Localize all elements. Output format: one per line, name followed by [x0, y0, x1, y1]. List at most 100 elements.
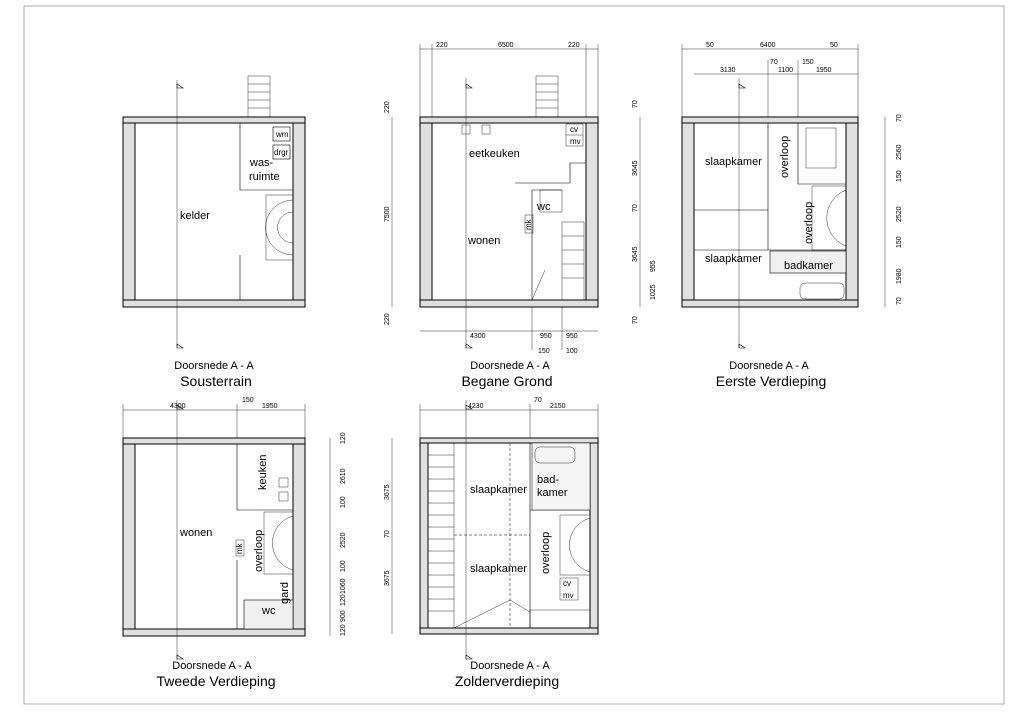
dim-top2-3: 1100: [778, 67, 793, 74]
spiral-stair: [265, 194, 294, 261]
room-keuken: keuken: [257, 455, 269, 490]
washer-box: [272, 126, 291, 142]
plan-tweede-verdieping: 4300 150 1950 120 2610 100 2520 100 1060…: [122, 397, 347, 689]
plan-title: Eerste Verdieping: [716, 373, 827, 389]
dim-top2-1: 3130: [720, 67, 736, 74]
tag-cv: cv: [563, 579, 571, 588]
wall-south: [122, 299, 306, 308]
section-label: Doorsnede A - A: [470, 360, 550, 372]
room-gard: gard: [279, 582, 291, 604]
dim-top-3: 2150: [550, 403, 566, 410]
cv-mv-box: [559, 577, 579, 601]
spiral-stair: [263, 511, 294, 575]
dim-right-7: 70: [896, 297, 903, 305]
bathtub: [534, 446, 576, 464]
dim-left-1: 3675: [384, 484, 391, 500]
dim-right-2: 2610: [340, 468, 347, 484]
dim-right-4: 2520: [340, 532, 347, 548]
dim-top-2: 6400: [760, 42, 776, 49]
dim-left-5: 955: [650, 260, 657, 272]
wc-tiles: [243, 599, 294, 630]
plan-title: Tweede Verdieping: [156, 673, 275, 689]
dim-bottom-3: 950: [566, 333, 578, 340]
dim-left-1: 70: [632, 100, 639, 108]
dim-right-1: 120: [340, 432, 347, 444]
dim-right-3: 150: [896, 170, 903, 182]
room-wasruimte-2: ruimte: [249, 171, 280, 183]
room-badkamer-1: bad-: [537, 474, 559, 486]
dim-top2-2: 70: [770, 59, 778, 66]
dim-top-2: 6500: [498, 42, 514, 49]
dim-top-3: 50: [830, 42, 838, 49]
section-label: Doorsnede A - A: [174, 360, 254, 372]
room-slaapkamer-1: slaapkamer: [705, 156, 762, 168]
dim-right-1: 70: [896, 114, 903, 122]
dim-right-2: 2560: [896, 144, 903, 160]
wall-east: [292, 116, 306, 308]
dim-bottom2-1: 150: [538, 348, 550, 355]
room-overloop: overloop: [253, 530, 265, 572]
dim-right-7: 120: [340, 594, 347, 606]
dim-right-9: 120: [340, 624, 347, 636]
dryer-box: [272, 144, 291, 160]
plan-sousterrain: kelder was- ruimte wm drgr Doorsnede A -…: [122, 75, 306, 389]
badkamer-tiles: [531, 442, 591, 511]
dim-right-6: 1060: [340, 578, 347, 594]
room-wonen: wonen: [179, 527, 212, 539]
dim-right-3: 100: [340, 496, 347, 508]
plan-zolderverdieping: 4230 70 2150 3675 70 3675 slaapkamer sla…: [384, 397, 599, 689]
dim-bottom2-2: 100: [566, 348, 578, 355]
section-label: Doorsnede A - A: [470, 660, 550, 672]
room-slaapkamer-2: slaapkamer: [470, 563, 527, 575]
dim-bottom-1: 4300: [470, 333, 486, 340]
dim-top-3: 220: [568, 42, 580, 49]
room-overloop-2: overloop: [803, 202, 815, 244]
dim-left-7: 70: [632, 316, 639, 324]
dim-right-4: 2520: [896, 206, 903, 222]
room-wc: wc: [536, 201, 551, 213]
dim-left-4: 3645: [632, 246, 639, 262]
plan-title: Zolderverdieping: [455, 673, 559, 689]
room-badkamer-2: kamer: [537, 487, 568, 499]
spiral-stair: [811, 185, 847, 251]
dim-left-3: 3675: [384, 570, 391, 586]
dim-right-6: 1980: [896, 268, 903, 284]
tag-mv: mv: [563, 591, 574, 600]
dim-right-5: 100: [340, 560, 347, 572]
tag-mv: mv: [570, 137, 581, 146]
stair-down: [561, 221, 585, 301]
plan-title: Begane Grond: [461, 373, 552, 389]
spiral-stair: [559, 514, 591, 576]
meterkast: [235, 539, 245, 557]
room-kelder: kelder: [180, 210, 210, 222]
dim-left-2: 70: [384, 530, 391, 538]
dim-right-8: 900: [340, 610, 347, 622]
room-overloop: overloop: [540, 532, 552, 574]
bathtub: [799, 282, 845, 300]
dim-top-1: 220: [436, 42, 448, 49]
room-wasruimte-1: was-: [249, 157, 274, 169]
dim-top-1: 4300: [170, 403, 186, 410]
room-badkamer: badkamer: [784, 260, 833, 272]
dim-top-2: 70: [534, 397, 542, 404]
stair-hatch: [529, 609, 591, 629]
dim-left-2: 3645: [632, 160, 639, 176]
section-label: Doorsnede A - A: [729, 360, 809, 372]
dim-bottom-2: 950: [540, 333, 552, 340]
roof-slope-hatch: [427, 442, 455, 629]
tag-wm: wm: [275, 130, 289, 139]
wall-north: [122, 116, 306, 124]
dim-left-2: 7500: [384, 206, 391, 222]
dim-left-3: 70: [632, 204, 639, 212]
section-label: Doorsnede A - A: [172, 660, 252, 672]
dim-top-2: 150: [242, 397, 254, 404]
room-slaapkamer-1: slaapkamer: [470, 484, 527, 496]
stair-up: [247, 75, 271, 118]
room-slaapkamer-2: slaapkamer: [705, 253, 762, 265]
dim-top-1: 50: [706, 42, 714, 49]
dim-left-1: 220: [384, 101, 391, 113]
sheet-border: [23, 5, 1005, 705]
dim-top2-4: 150: [802, 59, 814, 66]
plan-title: Sousterrain: [180, 373, 252, 389]
